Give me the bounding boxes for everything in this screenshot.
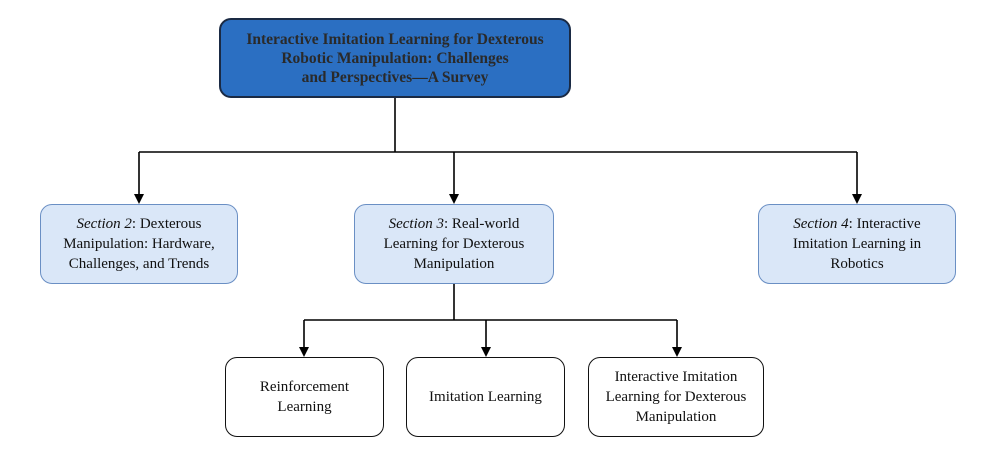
survey-title-line-2: Robotic Manipulation: Challenges xyxy=(281,49,509,67)
interactive-imitation-learning-line-2: Learning for Dexterous xyxy=(605,389,747,405)
reinforcement-learning-node: Reinforcement Learning xyxy=(225,357,384,437)
section-2-title-part-2: Manipulation: Hardware, xyxy=(63,236,215,252)
survey-title-node: Interactive Imitation Learning for Dexte… xyxy=(219,18,571,98)
section-4-title-part-3: Robotics xyxy=(830,256,884,272)
interactive-imitation-learning-line-3: Manipulation xyxy=(635,409,717,425)
interactive-imitation-learning-line-1: Interactive Imitation xyxy=(614,369,738,385)
section-3-text: Section 3: Real-world Learning for Dexte… xyxy=(384,214,525,274)
section-2-label: Section 2 xyxy=(76,216,132,232)
survey-title-line-3: and Perspectives—A Survey xyxy=(301,68,489,86)
section-4-node: Section 4: Interactive Imitation Learnin… xyxy=(758,204,956,284)
section-3-node: Section 3: Real-world Learning for Dexte… xyxy=(354,204,554,284)
section-3-title-part-3: Manipulation xyxy=(413,256,495,272)
section-3-label: Section 3 xyxy=(388,216,444,232)
section-4-text: Section 4: Interactive Imitation Learnin… xyxy=(793,214,921,274)
interactive-imitation-learning-node: Interactive Imitation Learning for Dexte… xyxy=(588,357,764,437)
section-2-text: Section 2: Dexterous Manipulation: Hardw… xyxy=(63,214,215,274)
section-2-title-part-3: Challenges, and Trends xyxy=(68,256,210,272)
section-4-label: Section 4 xyxy=(793,216,849,232)
section-4-title-part-2: Imitation Learning in xyxy=(792,236,922,252)
interactive-imitation-learning-text: Interactive Imitation Learning for Dexte… xyxy=(606,367,747,427)
section-4-title-part-1: : Interactive xyxy=(848,216,921,232)
imitation-learning-label: Imitation Learning xyxy=(429,389,542,405)
imitation-learning-node: Imitation Learning xyxy=(406,357,565,437)
section-2-node: Section 2: Dexterous Manipulation: Hardw… xyxy=(40,204,238,284)
survey-title-line-1: Interactive Imitation Learning for Dexte… xyxy=(246,30,544,48)
section-3-title-part-2: Learning for Dexterous xyxy=(383,236,525,252)
reinforcement-learning-label: Reinforcement Learning xyxy=(259,379,350,415)
survey-title-text: Interactive Imitation Learning for Dexte… xyxy=(246,30,543,87)
section-3-title-part-1: : Real-world xyxy=(444,216,520,232)
section-2-title-part-1: : Dexterous xyxy=(131,216,202,232)
